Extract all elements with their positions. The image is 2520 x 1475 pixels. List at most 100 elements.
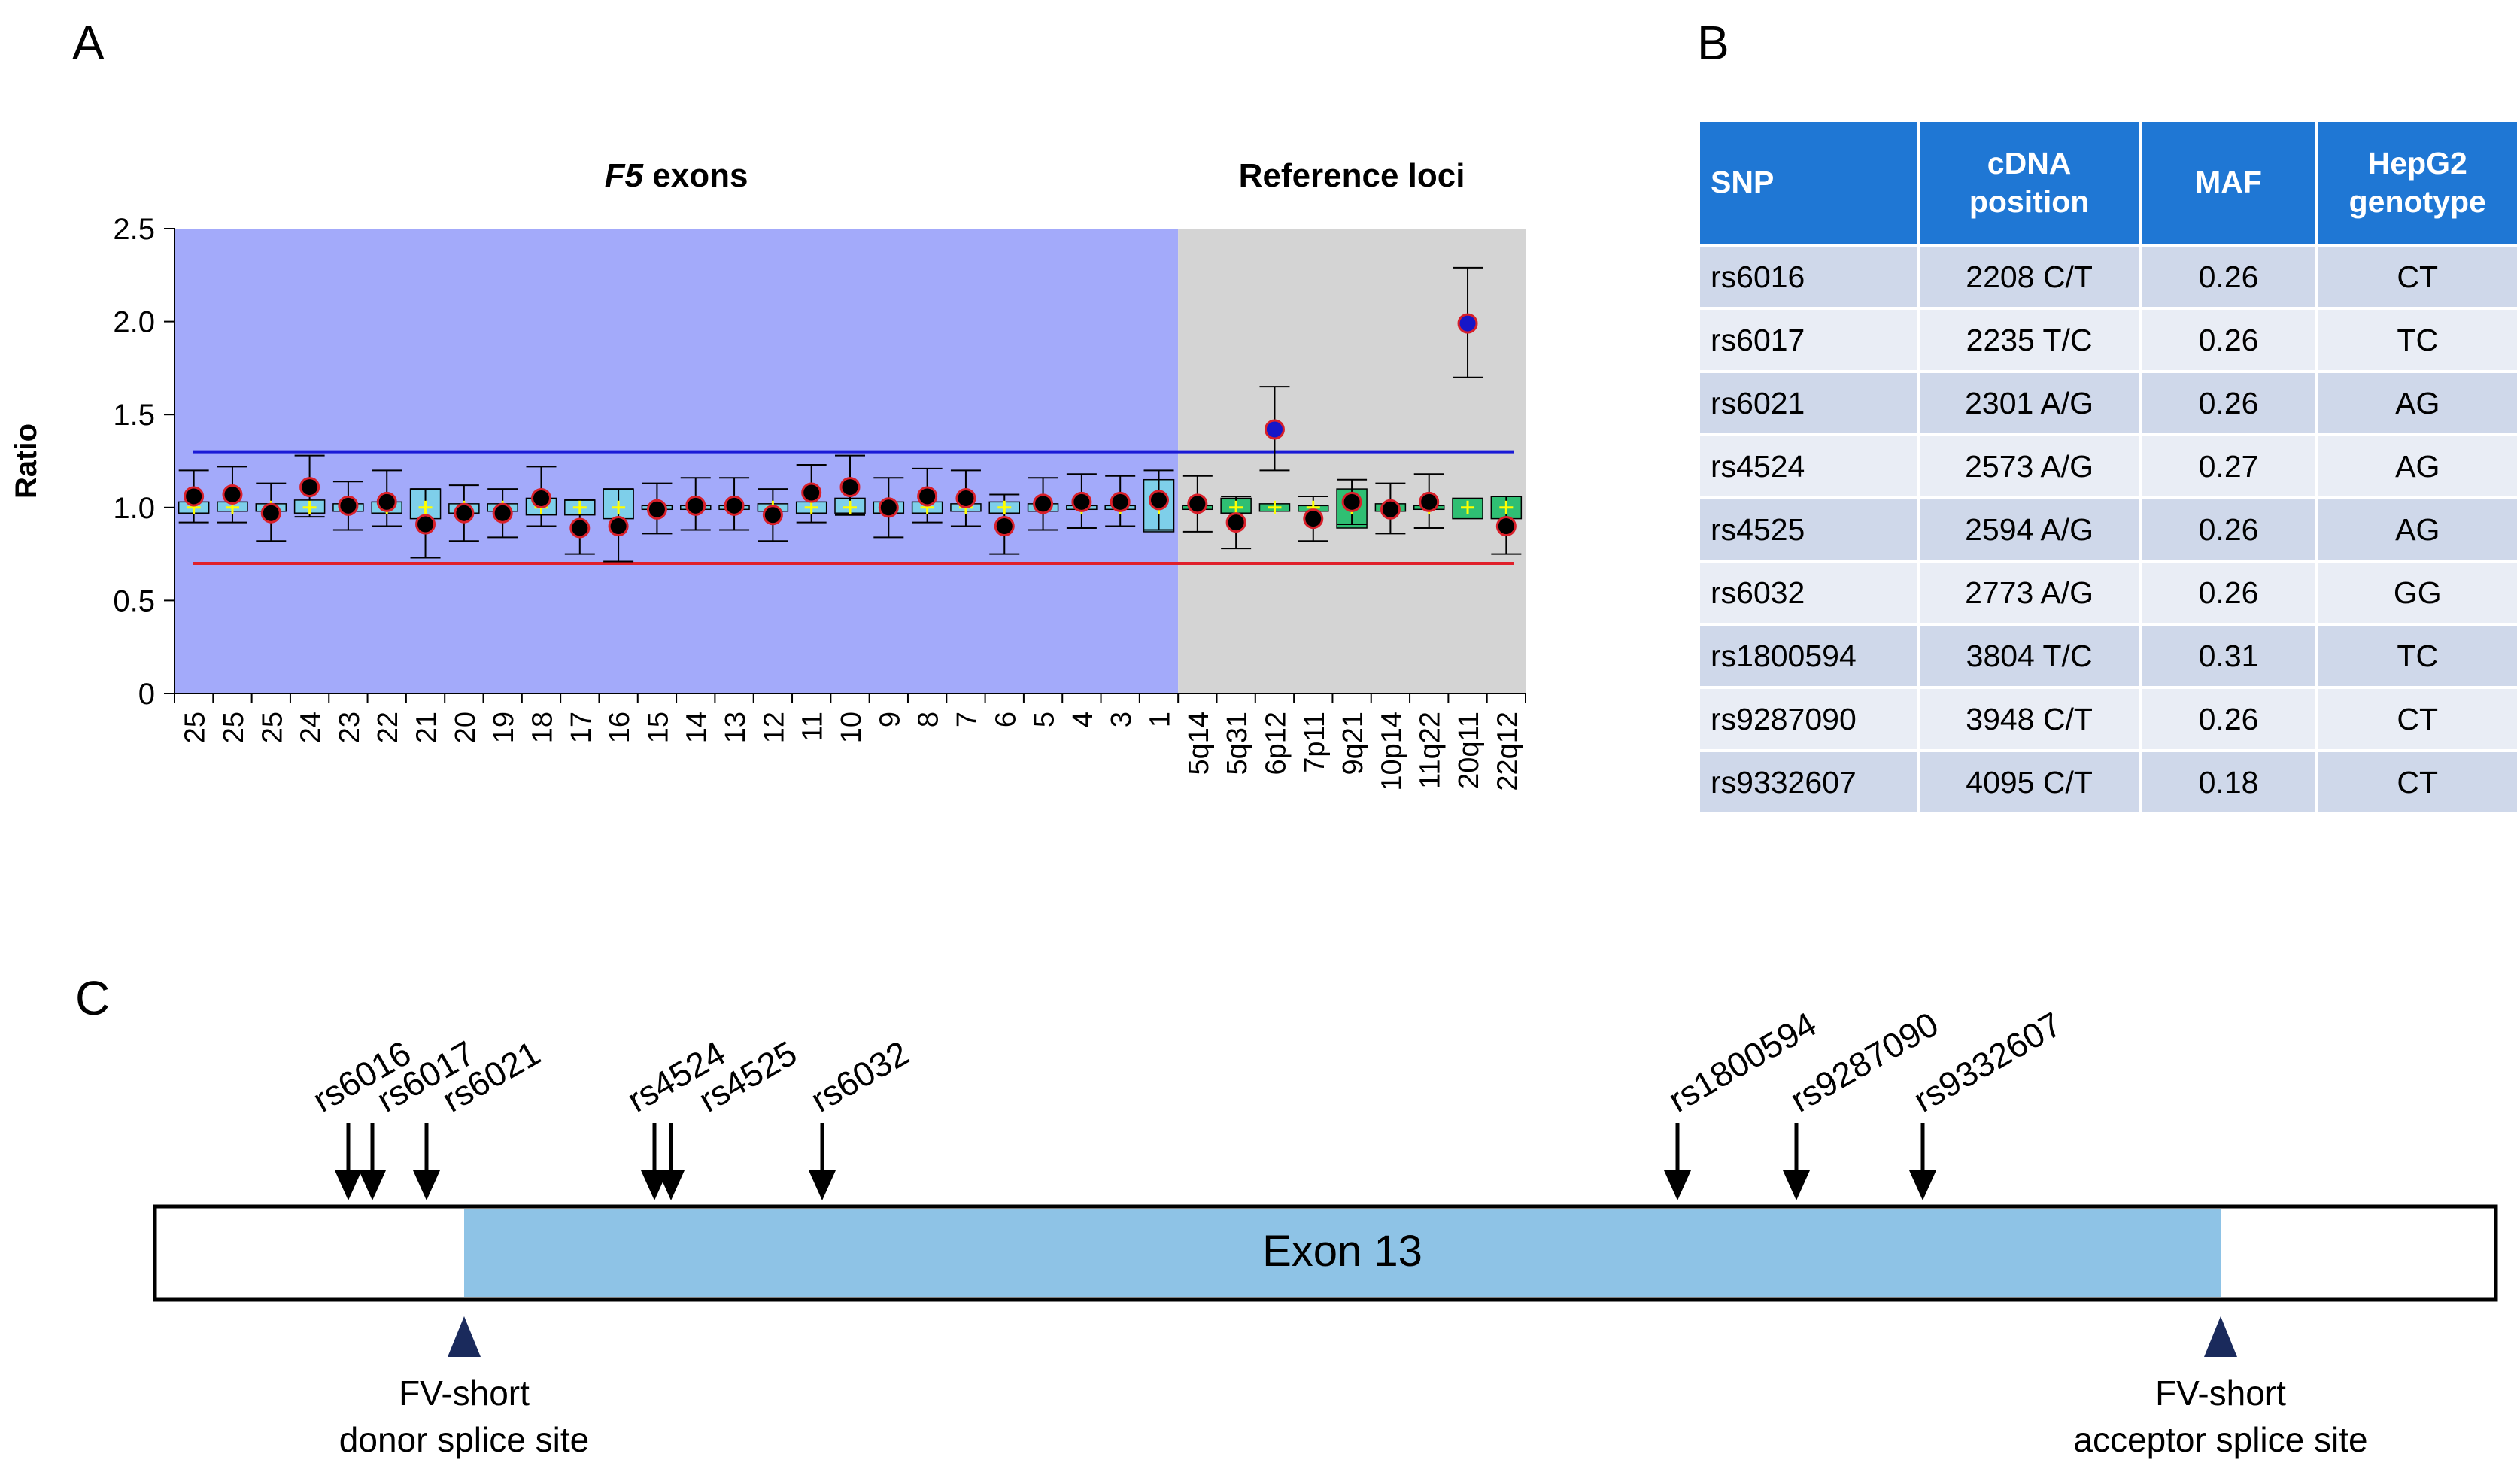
snp-arrow-head — [359, 1170, 386, 1200]
table-cell: rs1800594 — [1700, 626, 1917, 686]
snp-arrow-head — [809, 1170, 836, 1200]
data-point — [376, 491, 397, 512]
snp-label: rs4525 — [692, 1033, 803, 1119]
splice-site-label: FV-short — [399, 1373, 530, 1413]
reference-background — [1178, 229, 1526, 693]
x-tick-label: 20q11 — [1453, 712, 1485, 789]
table-cell: 3948 C/T — [1919, 689, 2139, 749]
snp-label: rs9287090 — [1784, 1004, 1945, 1120]
x-tick-label: 25 — [218, 712, 250, 743]
snp-label: rs1800594 — [1662, 1004, 1823, 1120]
table-header-text: HepG2 — [2367, 145, 2467, 181]
table-header-text: cDNA — [1987, 145, 2072, 181]
table-header-text: SNP — [1711, 165, 1775, 200]
gene-bar — [153, 1204, 2498, 1302]
table-cell: AG — [2318, 436, 2517, 496]
data-point — [1071, 491, 1092, 512]
data-point — [184, 486, 205, 507]
table-cell: 3804 T/C — [1919, 626, 2139, 686]
splice-site-label: acceptor splice site — [2073, 1420, 2367, 1459]
exons-background — [175, 229, 1179, 693]
data-point — [569, 517, 591, 539]
table-cell: 0.26 — [2142, 247, 2315, 307]
x-tick-label: 5q14 — [1183, 712, 1215, 775]
data-point — [1033, 493, 1054, 514]
x-tick-label: 19 — [488, 712, 520, 743]
data-point — [1457, 313, 1478, 334]
table-cell: AG — [2318, 499, 2517, 560]
data-point — [955, 487, 976, 508]
x-tick-label: 9q21 — [1337, 712, 1369, 775]
table-cell: 2573 A/G — [1919, 436, 2139, 496]
data-point — [415, 514, 436, 535]
table-cell: 0.26 — [2142, 499, 2315, 560]
x-tick-label: 22 — [372, 712, 404, 743]
table-cell: 2594 A/G — [1919, 499, 2139, 560]
snp-label: rs9332607 — [1907, 1004, 2068, 1120]
x-tick-label: 6p12 — [1260, 712, 1292, 775]
table-cell: rs9287090 — [1700, 689, 1917, 749]
table-cell: rs4524 — [1700, 436, 1917, 496]
table-cell: CT — [2318, 247, 2517, 307]
x-tick-label: 20 — [450, 712, 481, 743]
data-point — [1187, 493, 1208, 514]
data-point — [1264, 419, 1285, 440]
snp-arrow-head — [641, 1170, 668, 1200]
x-tick-label: 11 — [797, 712, 829, 741]
table-cell: rs6021 — [1700, 373, 1917, 433]
data-point — [1225, 512, 1246, 533]
table-cell: 0.26 — [2142, 310, 2315, 370]
table-cell: rs6016 — [1700, 247, 1917, 307]
data-point — [260, 502, 281, 524]
data-point — [839, 477, 861, 498]
table-cell: 0.18 — [2142, 752, 2315, 812]
table-cell: GG — [2318, 563, 2517, 623]
table-header-cell: SNP — [1700, 122, 1917, 244]
data-point — [878, 497, 899, 518]
data-point — [299, 477, 320, 498]
exon-13-region — [464, 1209, 2221, 1297]
table-cell: TC — [2318, 310, 2517, 370]
table-cell: 2773 A/G — [1919, 563, 2139, 623]
snp-label: rs4524 — [621, 1033, 732, 1119]
data-point — [222, 484, 243, 505]
splice-site-label: donor splice site — [339, 1420, 589, 1459]
splice-site-label: FV-short — [2155, 1373, 2286, 1413]
data-point — [1303, 508, 1324, 530]
table-cell: rs9332607 — [1700, 752, 1917, 812]
table-cell: 4095 C/T — [1919, 752, 2139, 812]
snp-label: rs6017 — [370, 1033, 481, 1119]
data-point — [1341, 491, 1362, 512]
x-tick-label: 4 — [1067, 712, 1099, 727]
x-tick-label: 16 — [604, 712, 636, 743]
data-point — [762, 505, 783, 526]
data-point — [454, 502, 475, 524]
data-point — [1380, 499, 1401, 520]
y-tick-label: 2.0 — [113, 306, 155, 339]
data-point — [608, 516, 629, 537]
reference-group-label: Reference loci — [1239, 157, 1465, 194]
data-point — [492, 502, 513, 524]
data-point — [646, 499, 667, 520]
snp-arrow-head — [1664, 1170, 1691, 1200]
x-tick-label: 22q12 — [1492, 712, 1523, 791]
snp-arrow-head — [335, 1170, 362, 1200]
x-tick-label: 8 — [913, 712, 945, 727]
data-point — [1110, 491, 1131, 512]
x-tick-label: 10 — [836, 712, 867, 743]
y-axis-label: Ratio — [10, 423, 43, 499]
snp-label: rs6021 — [436, 1033, 547, 1119]
x-tick-label: 11q22 — [1415, 712, 1447, 789]
y-tick-label: 0 — [138, 678, 155, 711]
x-tick-label: 7 — [952, 712, 983, 727]
snp-arrow-head — [1909, 1170, 1936, 1200]
x-tick-label: 5 — [1029, 712, 1061, 727]
